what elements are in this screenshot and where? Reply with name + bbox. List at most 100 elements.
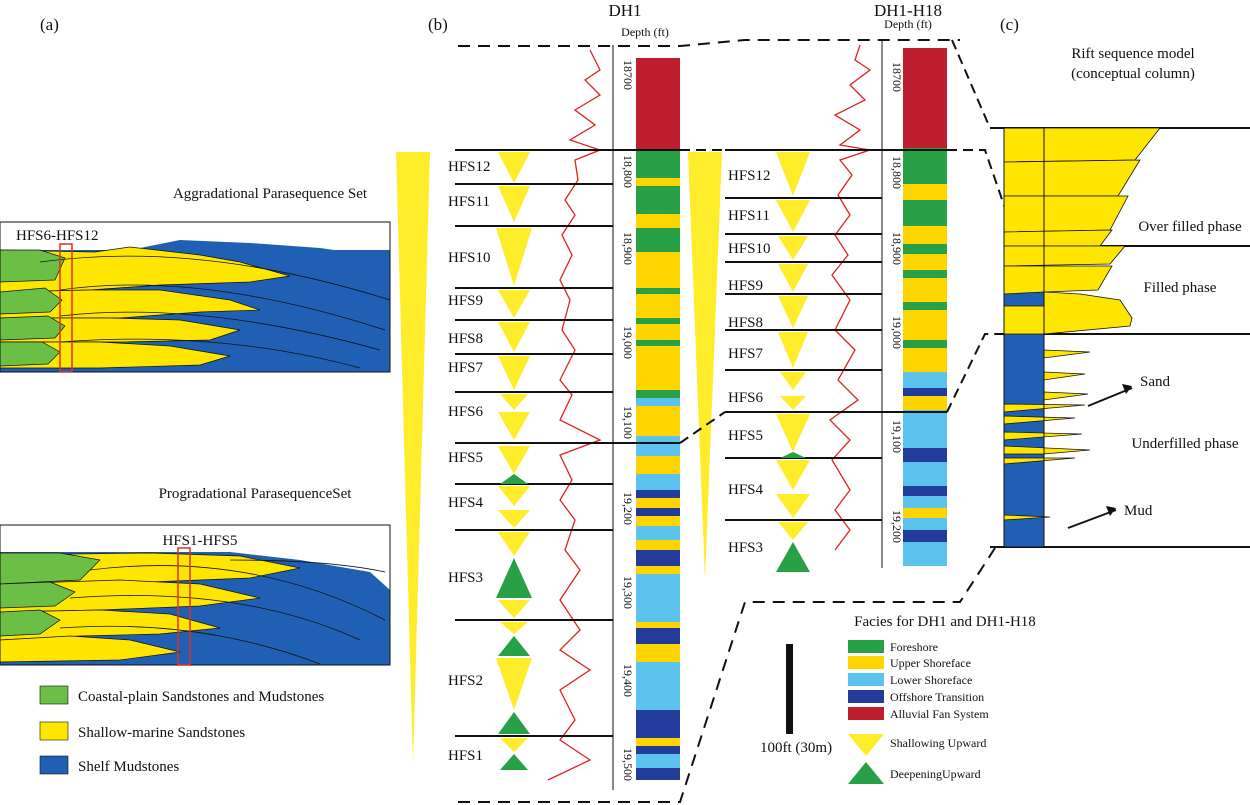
facies-alluvial: Alluvial Fan System (890, 707, 989, 721)
deepening-triangle (780, 452, 806, 458)
mud-arrowhead (1106, 506, 1116, 516)
progradational-title: Progradational ParasequenceSet (159, 486, 353, 502)
deepening-triangle (498, 636, 530, 656)
well2-tick: 19,100 (890, 420, 904, 453)
hfs-label: HFS5 (448, 450, 483, 466)
well1-tick: 18700 (621, 60, 635, 90)
progradation-wedge (688, 152, 722, 580)
mud-label: Mud (1124, 503, 1153, 519)
legend-shallow: Shallow-marine Sandstones (78, 725, 245, 741)
panel-c-subtitle: (conceptual column) (1071, 66, 1195, 82)
deepening-triangle (776, 542, 810, 572)
sand-arrow (1087, 387, 1133, 407)
hfs-label: HFS8 (728, 315, 763, 331)
deepening-legend: DeepeningUpward (890, 767, 981, 781)
shallowing-triangle (776, 414, 810, 452)
well2-hfs-labels: HFS12 HFS11 HFS10 HFS9 HFS8 HFS7 HFS6 HF… (728, 168, 771, 556)
shallowing-triangle (498, 446, 530, 474)
hfs-label: HFS12 (448, 159, 491, 175)
mud-arrow (1067, 509, 1117, 529)
sand-label: Sand (1140, 374, 1171, 390)
well2-trend-triangles (776, 152, 810, 572)
facies-lower: Lower Shoreface (890, 673, 972, 687)
shallowing-triangle (498, 152, 530, 183)
shallowing-triangle (778, 264, 808, 292)
facies-swatch-foreshore (848, 640, 884, 653)
shallowing-triangle (498, 600, 530, 618)
shallowing-triangle (498, 510, 530, 528)
well1-tick: 18,900 (621, 232, 635, 265)
shallowing-triangle (498, 486, 530, 506)
progradational-well-marker (177, 547, 191, 666)
deepening-triangle (496, 558, 532, 598)
shallowing-triangle (496, 658, 532, 710)
hfs-label: HFS2 (448, 673, 483, 689)
well1-tick: 19,000 (621, 326, 635, 359)
shallowing-triangle (780, 372, 806, 390)
scale-bar-label: 100ft (30m) (760, 740, 832, 756)
panel-c-label: (c) (1000, 15, 1019, 34)
shallowing-triangle (778, 296, 808, 328)
deepening-triangle (498, 712, 530, 734)
shallowing-triangle (776, 460, 810, 490)
facies-foreshore: Foreshore (890, 640, 938, 654)
hfs-label: HFS6 (448, 404, 484, 420)
well2-tick: 18700 (890, 62, 904, 92)
deepening-triangle (500, 474, 528, 484)
well1-tick: 19,500 (621, 748, 635, 781)
well2-tick: 18,900 (890, 232, 904, 265)
well1-tick: 19,300 (621, 576, 635, 609)
deepening-legend-triangle (848, 762, 884, 784)
hfs-label: HFS8 (448, 331, 483, 347)
facies-legend-title: Facies for DH1 and DH1-H18 (854, 614, 1036, 630)
facies-upper: Upper Shoreface (890, 656, 971, 670)
well1-boundaries (455, 149, 680, 737)
shallowing-triangle (776, 200, 810, 232)
legend-swatch-shelf (39, 755, 69, 775)
panel-a-label: (a) (40, 15, 59, 34)
hfs-label: HFS3 (728, 540, 763, 556)
aggradational-title: Aggradational Parasequence Set (173, 186, 368, 202)
well1-tick: 18,800 (621, 155, 635, 188)
hfs-label: HFS4 (448, 495, 484, 511)
shallowing-legend-triangle (848, 734, 884, 756)
well1-tick-labels: 18700 18,800 18,900 19,000 19,100 19,200… (621, 60, 635, 781)
panel-a-legend: Coastal-plain Sandstones and Mudstones S… (39, 685, 324, 775)
progradational-hfs-range: HFS1-HFS5 (162, 533, 237, 549)
well2-facies-column (903, 48, 947, 566)
well1-tick: 19,200 (621, 492, 635, 525)
well2-boundaries (725, 149, 947, 521)
legend-swatch-coastal (39, 685, 69, 705)
link-hfs6-dashed (946, 333, 1004, 413)
sand-arrowhead (1122, 384, 1132, 394)
well1-log-curve (547, 49, 602, 781)
well1-tick: 19,400 (621, 664, 635, 697)
hfs-label: HFS10 (448, 250, 491, 266)
hfs-label: HFS9 (448, 293, 483, 309)
legend-swatch-shallow (39, 721, 69, 741)
facies-swatch-alluvial (848, 707, 884, 720)
scale-bar (786, 644, 793, 734)
shallowing-triangle (498, 412, 530, 440)
well2-log-curve (828, 44, 872, 551)
facies-offshore: Offshore Transition (890, 690, 984, 704)
well1-tick: 19,100 (621, 406, 635, 439)
shallowing-triangle (776, 494, 810, 518)
hfs6-correlation (679, 411, 726, 444)
shallowing-triangle (498, 186, 530, 222)
well1-trend-triangles (496, 152, 532, 770)
aggradational-block (0, 221, 391, 373)
hfs-label: HFS11 (728, 208, 770, 224)
hfs-label: HFS5 (728, 428, 763, 444)
deepening-triangle (500, 754, 528, 770)
legend-shelf: Shelf Mudstones (78, 759, 179, 775)
shallowing-triangle (498, 532, 530, 556)
shallowing-triangle (778, 522, 808, 540)
well1-hfs-labels: HFS12 HFS11 HFS10 HFS9 HFS8 HFS7 HFS6 HF… (448, 159, 491, 764)
panel-c-title: Rift sequence model (1071, 46, 1194, 62)
well1-facies-column (636, 58, 680, 780)
shallowing-triangle (500, 738, 528, 752)
shallowing-triangle (498, 322, 530, 352)
well2-tick: 19,200 (890, 510, 904, 543)
